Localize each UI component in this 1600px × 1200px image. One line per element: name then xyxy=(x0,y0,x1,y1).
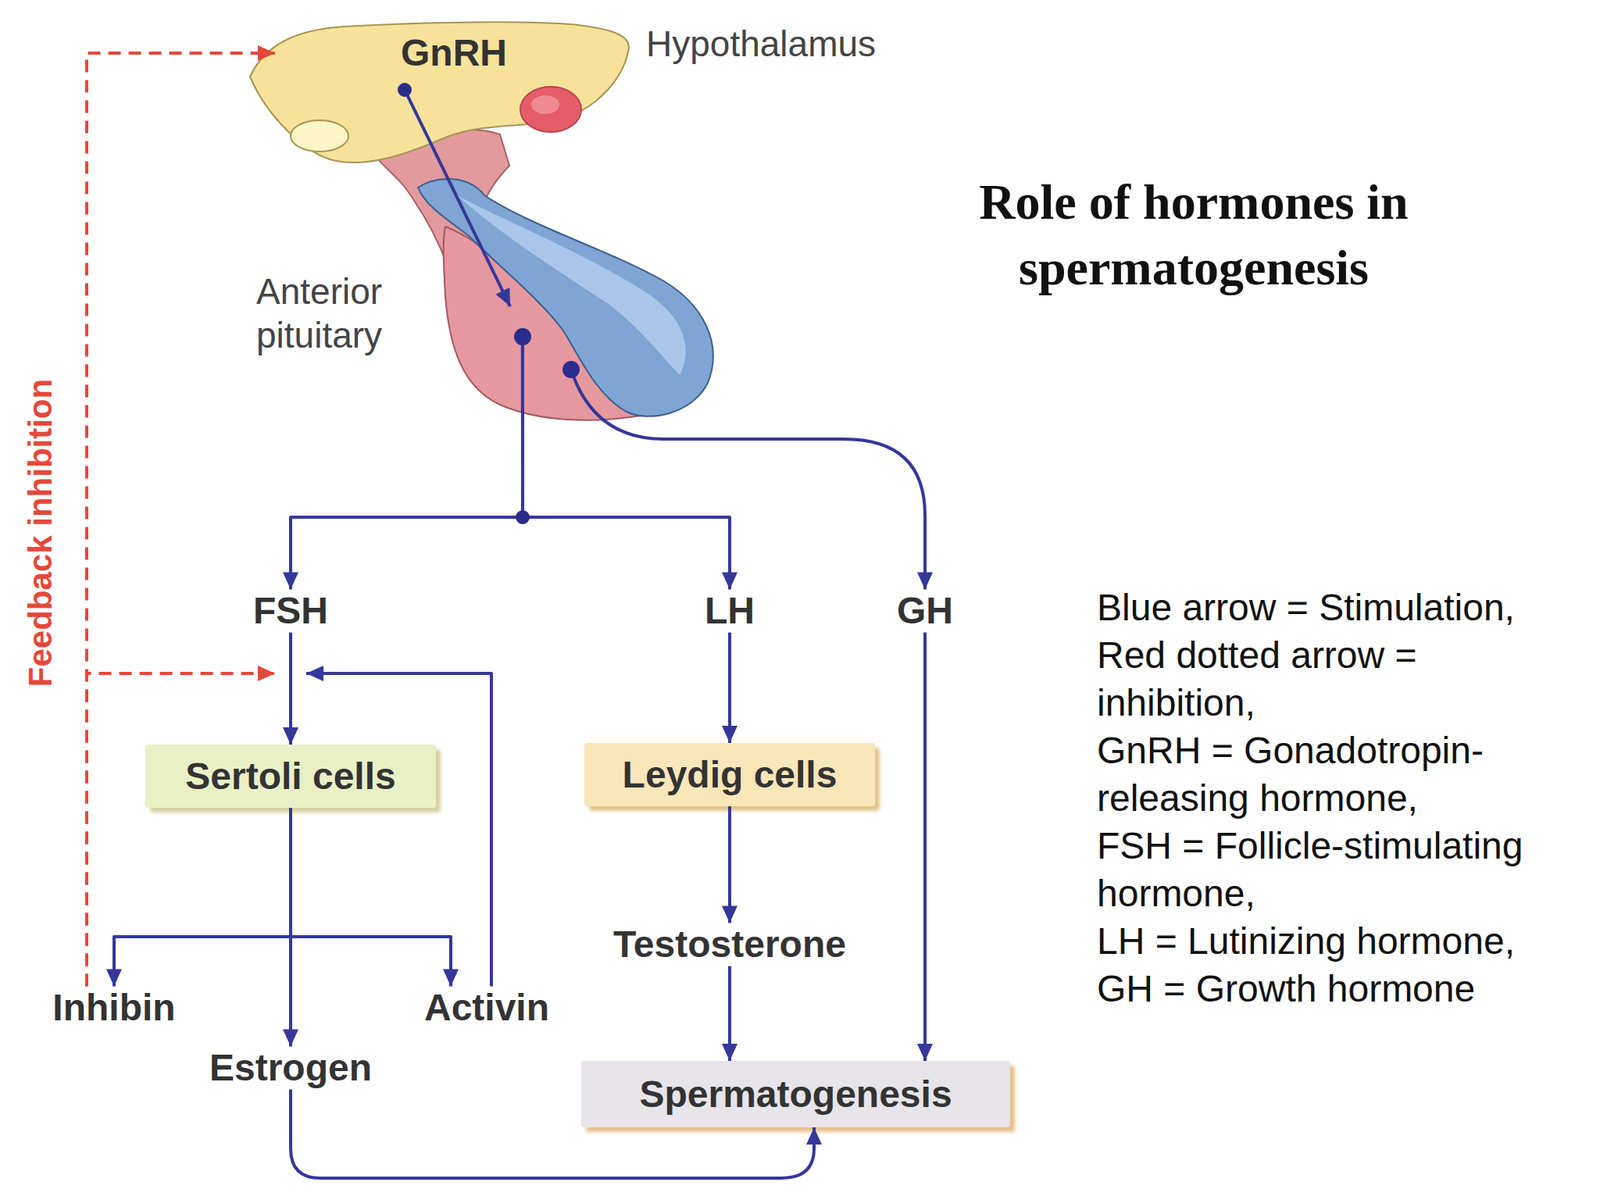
node-text: Spermatogenesis xyxy=(639,1072,952,1116)
node-text: Activin xyxy=(424,985,550,1029)
hormone-name: GnRH xyxy=(400,31,508,75)
arrow-head xyxy=(721,571,738,590)
arrow-head xyxy=(282,1028,299,1047)
connector-line xyxy=(923,632,927,1061)
note-text: Red dotted arrow = inhibition, xyxy=(1096,631,1566,727)
hypothalamus: GnRHHypothalamus xyxy=(250,20,633,169)
stimulation-connector xyxy=(290,807,459,986)
connector-line xyxy=(289,807,293,1047)
node-text: Testosterone xyxy=(613,922,847,966)
note-text: GnRH = Gonadotropin-releasing hormone, xyxy=(1096,726,1566,822)
stimulation-connector xyxy=(721,632,738,743)
arrow-head xyxy=(721,725,738,743)
lobe-highlight xyxy=(457,195,686,375)
hypothalamus-outline xyxy=(250,21,629,163)
inhibition-connector xyxy=(86,45,275,986)
arrow-head xyxy=(917,571,933,590)
note-text: Blue arrow = Stimulation, xyxy=(1096,583,1566,632)
arrow-head xyxy=(721,905,738,923)
node-text: Estrogen xyxy=(209,1046,372,1090)
arrow-head xyxy=(257,665,275,682)
hormone-label: GH xyxy=(896,589,954,633)
node-text: LH xyxy=(704,589,755,633)
stimulation-connector xyxy=(721,806,738,923)
connector-line xyxy=(571,369,925,590)
stimulation-connector xyxy=(721,966,738,1061)
nucleus xyxy=(520,86,582,133)
stimulation-connector xyxy=(282,807,299,1047)
connector-line xyxy=(728,806,732,923)
organ-label: Anterior pituitary xyxy=(256,269,413,358)
origin-dot xyxy=(514,328,532,346)
stimulation-connector xyxy=(290,1089,822,1179)
node-text: Sertoli cells xyxy=(185,754,396,798)
arrow-head xyxy=(106,968,122,986)
arrow-head xyxy=(306,665,324,682)
connector-line xyxy=(522,336,730,590)
hormone-label: LH xyxy=(704,589,755,633)
process-box: Spermatogenesis xyxy=(581,1060,1011,1128)
cell-box: Leydig cells xyxy=(584,742,875,807)
arrow-head xyxy=(442,968,459,986)
connector-line xyxy=(114,807,291,986)
hormone-label: Estrogen xyxy=(209,1046,372,1090)
connector-line xyxy=(290,1089,815,1179)
connector-line xyxy=(306,673,492,986)
stimulation-connector xyxy=(571,369,933,590)
connector-line xyxy=(290,807,451,986)
stimulation-connector xyxy=(522,336,738,590)
arrow-head xyxy=(721,1043,738,1061)
title: Role of hormones in spermatogenesis xyxy=(912,169,1475,301)
stimulation-connector xyxy=(106,807,291,986)
stimulation-connector xyxy=(404,89,511,307)
inhibition-connector xyxy=(86,665,275,986)
junction-dot xyxy=(515,510,530,525)
connector-line xyxy=(404,89,511,307)
nucleus-highlight xyxy=(531,95,560,115)
hormone-label: Inhibin xyxy=(52,985,175,1029)
stimulation-connector xyxy=(282,632,299,745)
node-text: Leydig cells xyxy=(622,753,838,797)
edge-label: Feedback inhibition xyxy=(21,378,60,687)
origin-dot xyxy=(562,360,580,379)
hormone-label: Activin xyxy=(424,985,550,1029)
arrow-head xyxy=(495,287,511,307)
node-text: FSH xyxy=(253,589,329,633)
stimulation-connector xyxy=(282,336,523,590)
organ-label: Hypothalamus xyxy=(646,23,876,65)
posterior-pituitary-lobe xyxy=(417,178,714,417)
node-text: Inhibin xyxy=(52,985,175,1029)
arrow-head xyxy=(917,1043,933,1061)
cell-box: Sertoli cells xyxy=(145,744,436,808)
nucleus xyxy=(290,120,349,152)
note-text: GH = Growth hormone xyxy=(1096,964,1566,1013)
origin-dot xyxy=(397,82,412,97)
arrow-head xyxy=(282,727,299,745)
connector-line xyxy=(290,336,523,590)
stimulation-connector xyxy=(917,632,933,1061)
hormone-label: Testosterone xyxy=(613,922,847,966)
connector-line xyxy=(86,53,275,986)
arrow-head xyxy=(806,1127,822,1145)
notes-block: Blue arrow = Stimulation,Red dotted arro… xyxy=(1096,583,1566,1013)
connector-line xyxy=(86,673,275,986)
hormone-label: FSH xyxy=(253,589,329,633)
arrow-head xyxy=(282,571,299,590)
arrow-head xyxy=(257,45,275,61)
note-text: LH = Lutinizing hormone, xyxy=(1096,917,1566,965)
node-text: GH xyxy=(896,589,954,633)
note-text: FSH = Follicle-stimulating hormone, xyxy=(1096,821,1566,918)
stimulation-connector xyxy=(306,665,492,986)
